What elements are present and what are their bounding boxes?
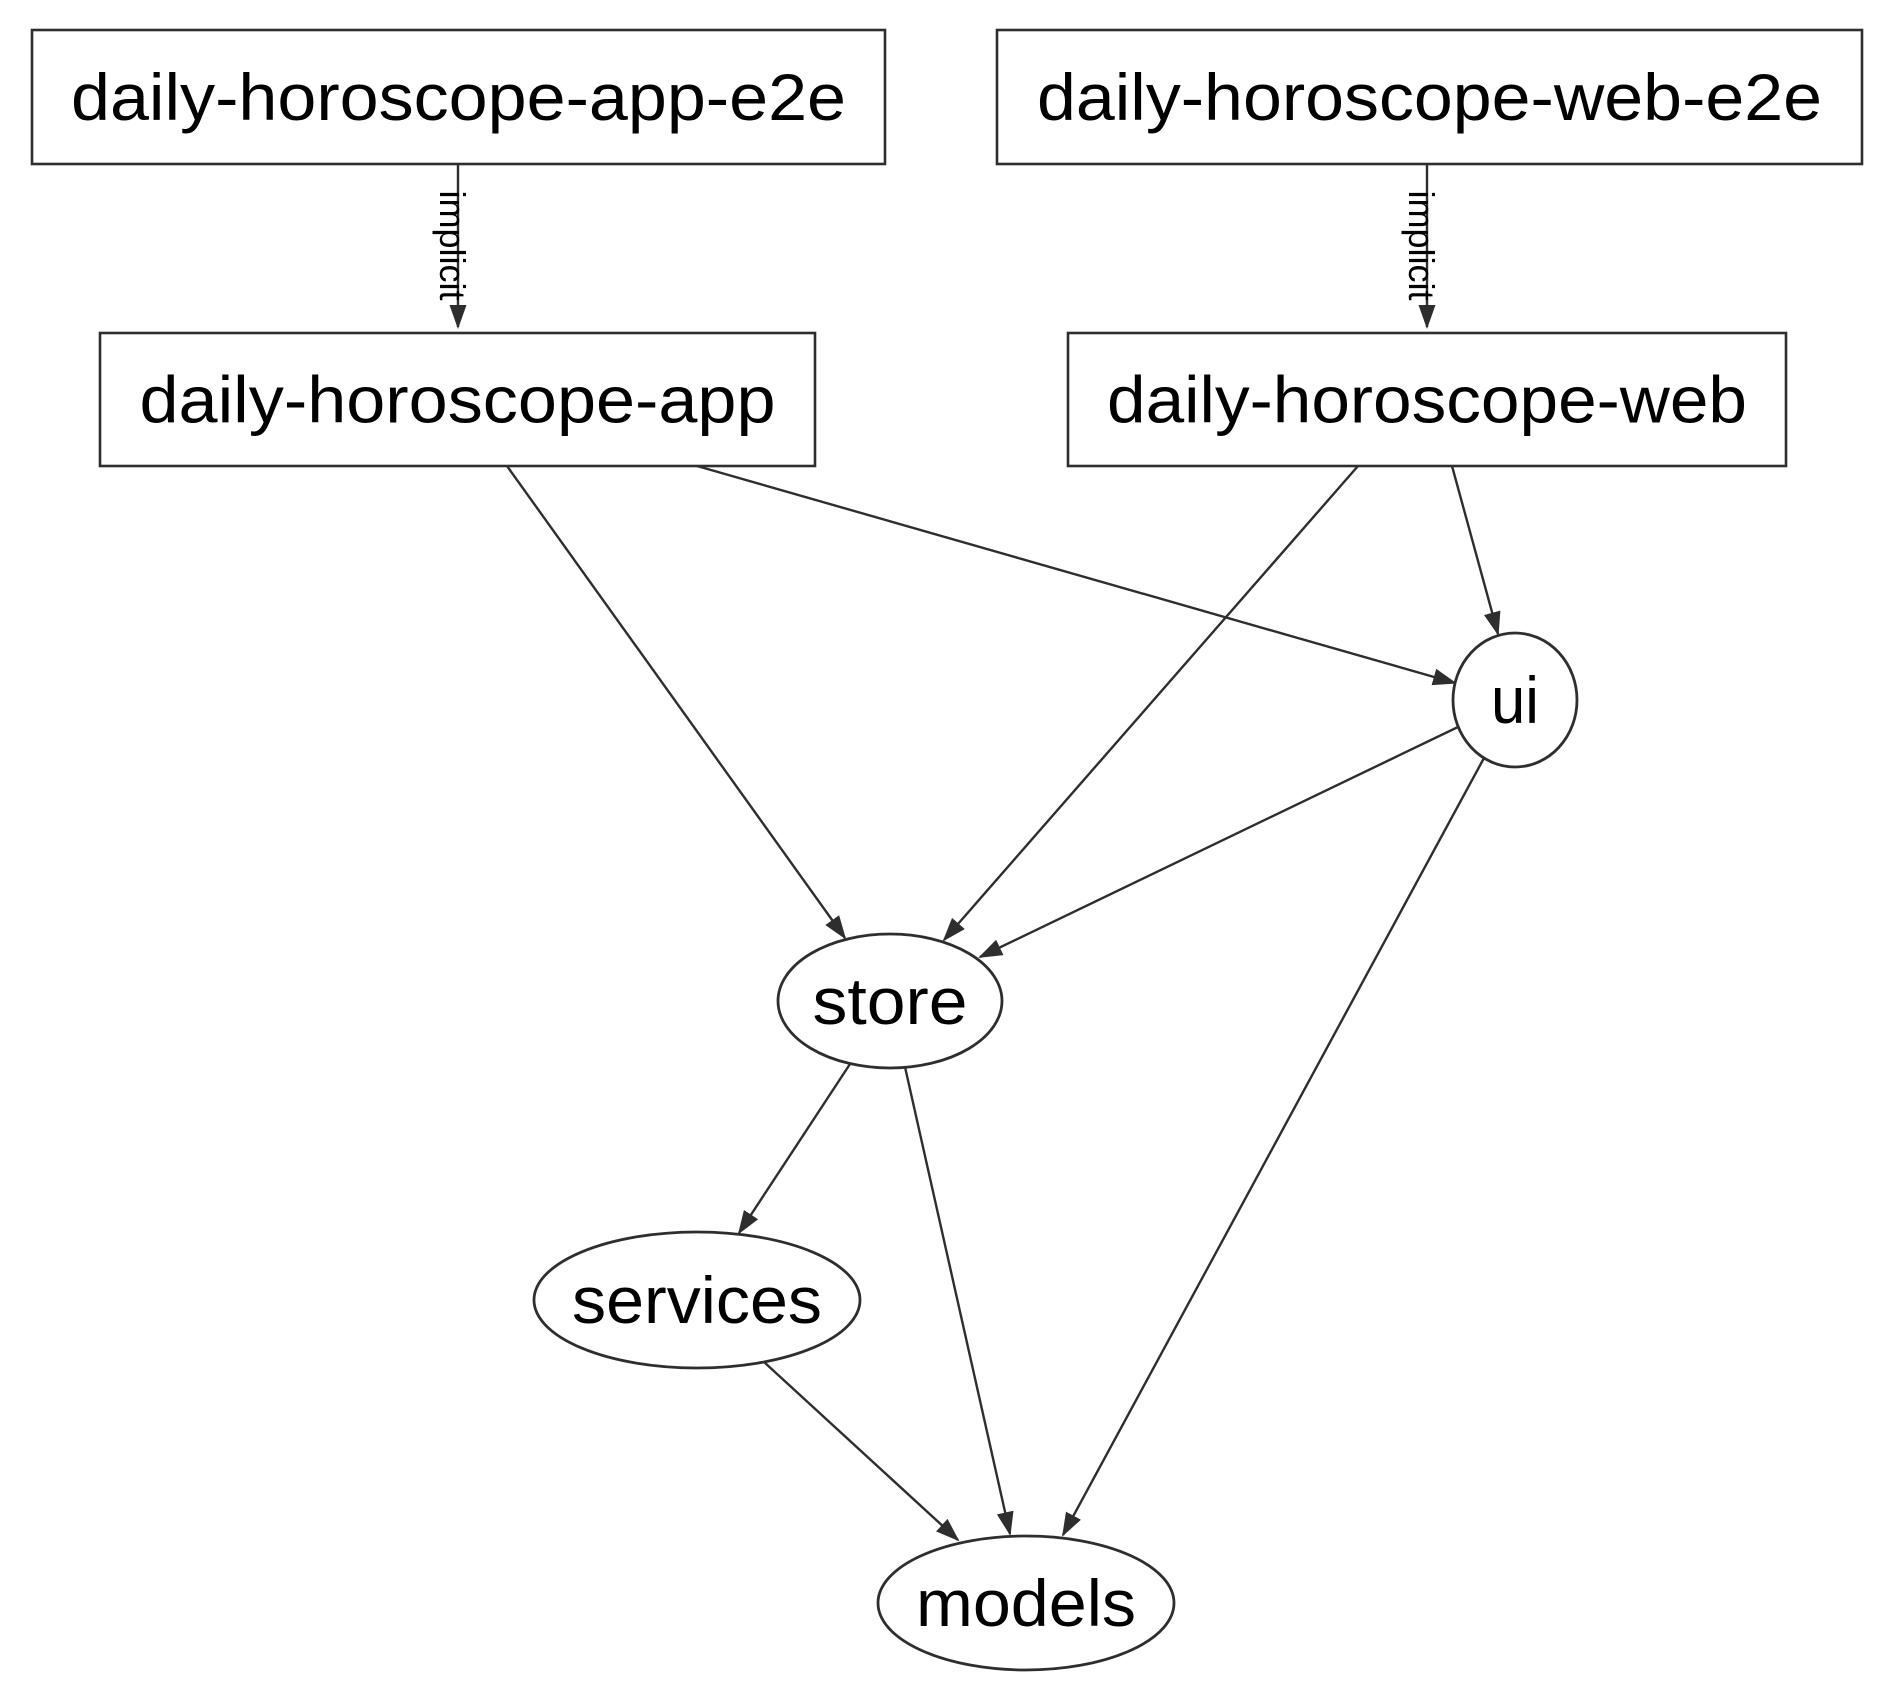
edge-daily-horoscope-app-e2e-to-daily-horoscope-app: implicit (432, 164, 473, 329)
edge-daily-horoscope-app-to-store (506, 465, 847, 940)
node-models: models (876, 1534, 1176, 1672)
edge-line-ui-to-models (1061, 757, 1486, 1537)
edge-label-daily-horoscope-web-e2e-to-daily-horoscope-web: implicit (1401, 190, 1442, 300)
store-node-label: store (813, 964, 968, 1038)
daily-horoscope-web-node-box (1066, 331, 1788, 468)
node-services: services (532, 1230, 862, 1370)
edge-ui-to-store (978, 725, 1459, 959)
node-daily-horoscope-app-e2e: daily-horoscope-app-e2e (30, 28, 887, 166)
nodes-layer: daily-horoscope-app-e2e daily-horoscope-w… (30, 28, 1864, 1672)
node-daily-horoscope-web-e2e: daily-horoscope-web-e2e (995, 28, 1864, 166)
daily-horoscope-app-e2e-node-box (30, 28, 887, 166)
store-node-ellipse (776, 932, 1004, 1070)
daily-horoscope-web-node-label: daily-horoscope-web (1107, 363, 1747, 437)
edge-daily-horoscope-web-to-ui (1450, 465, 1501, 636)
edge-store-to-services (737, 1063, 852, 1235)
edge-line-store-to-models (903, 1066, 1014, 1536)
edge-daily-horoscope-web-to-store (942, 465, 1359, 942)
node-ui: ui (1451, 631, 1579, 769)
ui-node-ellipse (1451, 631, 1579, 769)
daily-horoscope-app-node-box (98, 331, 817, 468)
edges-layer: implicit implicit (432, 164, 1501, 1542)
edge-daily-horoscope-app-to-ui (696, 464, 1457, 686)
node-daily-horoscope-web: daily-horoscope-web (1066, 331, 1788, 468)
node-store: store (776, 932, 1004, 1070)
daily-horoscope-app-node-label: daily-horoscope-app (140, 363, 776, 437)
edge-services-to-models (763, 1361, 960, 1542)
edge-line-ui-to-store (978, 725, 1459, 959)
ui-node-label: ui (1491, 663, 1539, 737)
edge-daily-horoscope-web-e2e-to-daily-horoscope-web: implicit (1401, 164, 1442, 329)
services-node-ellipse (532, 1230, 862, 1370)
edge-ui-to-models (1061, 757, 1486, 1537)
daily-horoscope-web-e2e-node-label: daily-horoscope-web-e2e (1037, 60, 1822, 134)
edge-store-to-models (903, 1066, 1014, 1536)
models-node-ellipse (876, 1534, 1176, 1672)
services-node-label: services (572, 1263, 822, 1337)
node-daily-horoscope-app: daily-horoscope-app (98, 331, 817, 468)
edge-line-daily-horoscope-app-to-store (506, 465, 847, 940)
daily-horoscope-web-e2e-node-box (995, 28, 1864, 166)
edge-line-daily-horoscope-app-to-ui (696, 464, 1457, 686)
edge-line-daily-horoscope-web-to-store (942, 465, 1359, 942)
daily-horoscope-app-e2e-node-label: daily-horoscope-app-e2e (71, 60, 846, 134)
models-node-label: models (916, 1566, 1136, 1640)
edge-line-services-to-models (763, 1361, 960, 1542)
edge-line-store-to-services (737, 1063, 852, 1235)
edge-label-daily-horoscope-app-e2e-to-daily-horoscope-app: implicit (432, 190, 473, 300)
edge-line-daily-horoscope-web-to-ui (1450, 465, 1501, 636)
